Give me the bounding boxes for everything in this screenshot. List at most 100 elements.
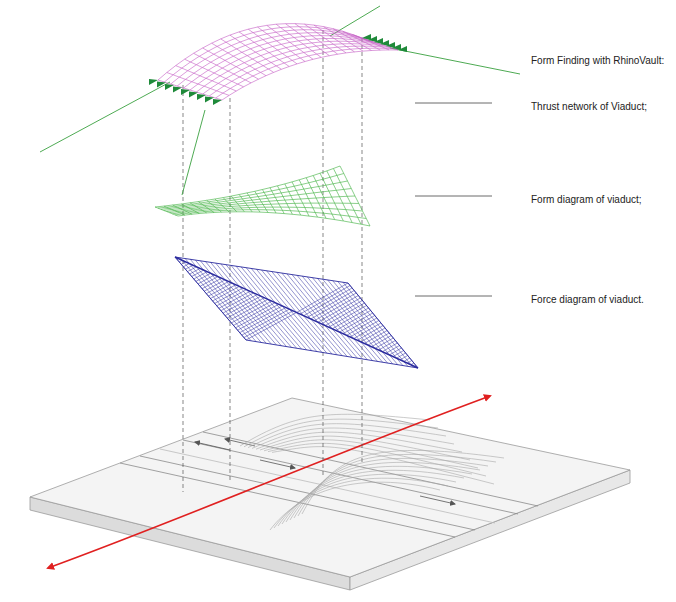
mesh-line — [164, 82, 170, 84]
mesh-line — [346, 52, 355, 53]
mesh-line — [321, 208, 329, 209]
mesh-line — [332, 214, 341, 215]
projection-lines — [183, 30, 362, 492]
mesh-line — [221, 264, 240, 287]
mesh-line — [190, 207, 198, 209]
mesh-line — [203, 209, 211, 211]
mesh-line — [242, 49, 251, 53]
mesh-line — [238, 306, 283, 330]
mesh-line — [309, 181, 316, 183]
mesh-line — [296, 189, 304, 190]
mesh-line — [333, 166, 340, 169]
mesh-line — [237, 211, 245, 212]
mesh-line — [343, 203, 351, 204]
mesh-line — [279, 203, 287, 204]
mesh-line — [287, 186, 294, 188]
mesh-line — [198, 200, 206, 201]
mesh-line — [155, 206, 164, 208]
mesh-line — [355, 46, 359, 48]
mesh-line — [346, 47, 350, 50]
mesh-line — [287, 274, 332, 329]
mesh-line — [191, 56, 200, 62]
mesh-line — [240, 42, 245, 45]
mesh-line — [217, 65, 223, 68]
mesh-line — [283, 195, 291, 197]
mesh-line — [199, 51, 208, 56]
mesh-line — [313, 207, 321, 208]
mesh-line — [241, 267, 268, 300]
mesh-line — [232, 77, 240, 81]
mesh-line — [220, 71, 228, 76]
mesh-line — [262, 29, 271, 31]
mesh-line — [176, 59, 185, 65]
mesh-line — [214, 73, 220, 76]
support-arrow — [173, 87, 182, 93]
mesh-line — [187, 211, 195, 213]
mesh-line — [334, 44, 338, 47]
mesh-line — [291, 211, 293, 215]
mesh-line — [285, 200, 287, 204]
mesh-line — [226, 39, 235, 43]
mesh-line — [292, 182, 294, 186]
mesh-line — [184, 204, 192, 205]
mesh-line — [276, 31, 285, 32]
mesh-line — [301, 199, 303, 203]
mesh-line — [275, 197, 277, 200]
mesh-line — [304, 24, 314, 25]
mesh-line — [171, 77, 180, 84]
mesh-line — [253, 72, 261, 76]
mesh-line — [279, 188, 287, 190]
mesh-line — [343, 221, 352, 223]
mesh-line — [351, 189, 355, 197]
support-arrow — [213, 99, 222, 105]
mesh-line — [261, 72, 266, 75]
mesh-line — [289, 190, 297, 191]
mesh-line — [369, 44, 378, 46]
mesh-line — [319, 187, 322, 193]
mesh-line — [222, 204, 230, 206]
force-diagram — [175, 257, 418, 368]
mesh-line — [272, 37, 277, 40]
mesh-line — [216, 93, 223, 98]
mesh-line — [261, 53, 269, 56]
mesh-line — [219, 201, 227, 202]
mesh-line — [290, 33, 299, 35]
mesh-line — [274, 54, 282, 57]
mesh-line — [338, 282, 404, 362]
mesh-line — [185, 53, 194, 59]
mesh-line — [175, 257, 348, 283]
mesh-line — [254, 203, 256, 205]
mesh-line — [200, 70, 208, 76]
mesh-line — [251, 49, 256, 52]
mesh-line — [235, 35, 244, 38]
mesh-line — [272, 189, 280, 191]
mesh-line — [233, 52, 242, 56]
mesh-line — [321, 192, 324, 198]
mesh-line — [304, 30, 308, 33]
mesh-line — [249, 207, 257, 208]
mesh-line — [236, 201, 244, 202]
mesh-line — [284, 213, 292, 215]
mesh-line — [182, 68, 188, 71]
mesh-line — [254, 40, 263, 43]
mesh-line — [318, 28, 328, 29]
mesh-line — [355, 196, 359, 204]
mesh-line — [194, 272, 207, 279]
mesh-line — [231, 196, 233, 198]
mesh-line — [368, 345, 383, 362]
mesh-line — [245, 76, 253, 80]
mesh-line — [256, 49, 265, 52]
mesh-line — [231, 301, 271, 323]
mesh-line — [244, 83, 251, 87]
mesh-line — [308, 46, 317, 47]
mesh-line — [258, 25, 267, 27]
mesh-line — [291, 196, 293, 200]
mesh-line — [208, 65, 216, 70]
mesh-line — [271, 63, 276, 66]
mesh-line — [283, 197, 285, 201]
mesh-line — [329, 41, 333, 44]
mesh-line — [316, 46, 320, 49]
mesh-line — [242, 198, 250, 199]
mesh-line — [230, 84, 237, 88]
mesh-line — [217, 46, 222, 49]
